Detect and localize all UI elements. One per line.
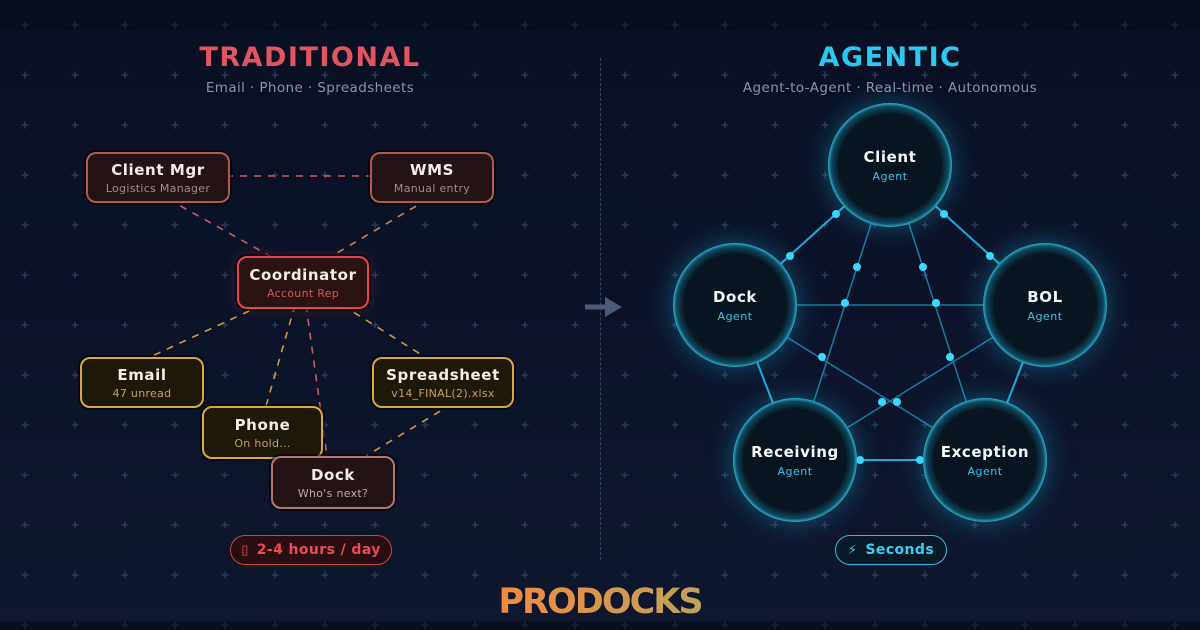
box-coordinator: Coordinator Account Rep bbox=[237, 256, 369, 309]
agent-node-dock: Dock Agent bbox=[673, 243, 797, 367]
agent-node-receiving: Receiving Agent bbox=[733, 398, 857, 522]
box-email: Email 47 unread bbox=[80, 357, 204, 408]
traditional-connectors bbox=[149, 175, 453, 457]
box-subtitle: Account Rep bbox=[266, 286, 340, 300]
prodocks-logo: PRODOCKS bbox=[0, 582, 1200, 622]
traditional-subtitle: Email · Phone · Spreadsheets bbox=[205, 80, 415, 96]
agent-title: Client bbox=[863, 147, 917, 166]
agent-node-client: Client Agent bbox=[828, 103, 952, 227]
speed-label: Seconds bbox=[865, 542, 935, 558]
agent-title: Exception bbox=[940, 442, 1030, 461]
box-phone: Phone On hold... bbox=[202, 406, 323, 459]
box-title: Spreadsheet bbox=[386, 365, 500, 384]
box-client-mgr: Client Mgr Logistics Manager bbox=[86, 152, 230, 203]
box-subtitle: 47 unread bbox=[112, 386, 172, 400]
box-dock: Dock Who's next? bbox=[271, 456, 395, 509]
agentic-header: AGENTIC Agent-to-Agent · Real-time · Aut… bbox=[590, 42, 1190, 96]
box-subtitle: Logistics Manager bbox=[105, 181, 211, 195]
agent-node-exception: Exception Agent bbox=[923, 398, 1047, 522]
agent-subtitle: Agent bbox=[872, 169, 908, 183]
speed-badge: ⚡ Seconds bbox=[835, 535, 947, 565]
bottom-shade-band bbox=[0, 621, 1200, 630]
box-subtitle: Who's next? bbox=[297, 486, 369, 500]
box-wms: WMS Manual entry bbox=[370, 152, 494, 203]
packet-dots bbox=[770, 210, 1010, 464]
agent-node-bol: BOL Agent bbox=[983, 243, 1107, 367]
hourglass-missing-glyph-icon: ▯ bbox=[241, 542, 249, 558]
traditional-header: TRADITIONAL Email · Phone · Spreadsheets bbox=[10, 42, 610, 96]
box-subtitle: v14_FINAL(2).xlsx bbox=[391, 386, 495, 400]
agent-title: BOL bbox=[1027, 287, 1063, 306]
box-title: Email bbox=[117, 365, 167, 384]
agent-subtitle: Agent bbox=[777, 464, 813, 478]
box-spreadsheet: Spreadsheet v14_FINAL(2).xlsx bbox=[372, 357, 514, 408]
agent-title: Dock bbox=[712, 287, 758, 306]
right-arrow-icon bbox=[585, 297, 622, 317]
agent-subtitle: Agent bbox=[967, 464, 1003, 478]
box-title: Client Mgr bbox=[111, 160, 205, 179]
box-title: Dock bbox=[310, 465, 356, 484]
lightning-icon: ⚡ bbox=[847, 542, 858, 558]
box-subtitle: On hold... bbox=[234, 436, 291, 450]
agent-title: Receiving bbox=[751, 442, 839, 461]
agentic-subtitle: Agent-to-Agent · Real-time · Autonomous bbox=[742, 80, 1038, 96]
time-cost-badge: ▯ 2-4 hours / day bbox=[230, 535, 392, 565]
time-cost-label: 2-4 hours / day bbox=[256, 542, 381, 558]
agent-subtitle: Agent bbox=[1027, 309, 1063, 323]
box-title: Phone bbox=[234, 415, 291, 434]
agentic-title: AGENTIC bbox=[818, 42, 962, 73]
top-shade-band bbox=[0, 0, 1200, 30]
box-subtitle: Manual entry bbox=[393, 181, 471, 195]
box-title: WMS bbox=[409, 160, 455, 179]
box-title: Coordinator bbox=[249, 265, 357, 284]
agent-subtitle: Agent bbox=[717, 309, 753, 323]
traditional-title: TRADITIONAL bbox=[199, 42, 421, 73]
